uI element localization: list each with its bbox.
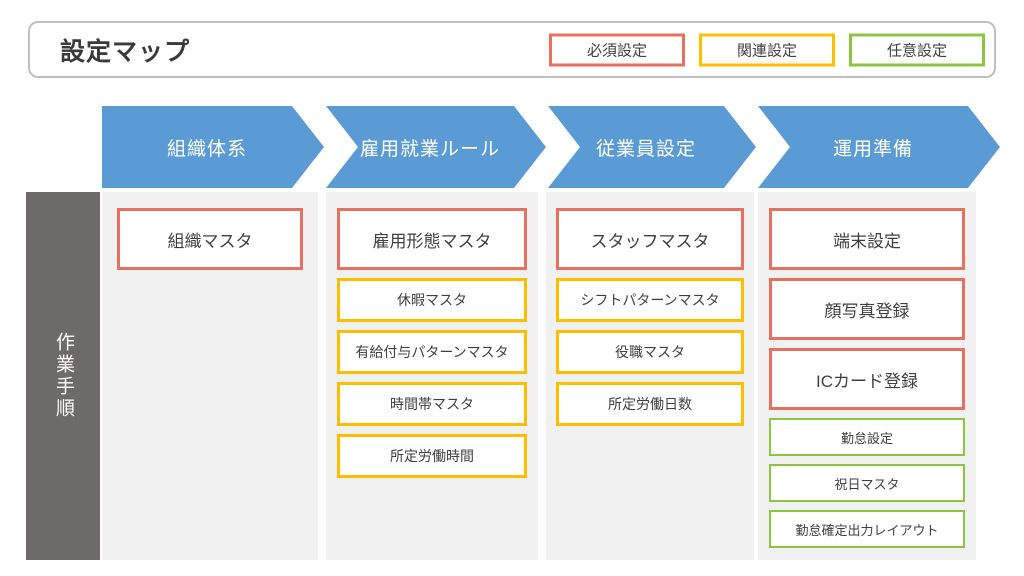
node-item[interactable]: スタッフマスタ — [556, 208, 744, 270]
node-list-3: スタッフマスタ シフトパターンマスタ 役職マスタ 所定労働日数 — [546, 208, 754, 426]
phase-label-4: 運用準備 — [832, 138, 913, 160]
phase-chevron-2: 雇用就業ルール — [326, 106, 546, 188]
node-item[interactable]: 顔写真登録 — [769, 278, 965, 340]
node-item[interactable]: 有給付与パターンマスタ — [337, 330, 527, 374]
node-item[interactable]: 所定労働時間 — [337, 434, 527, 478]
legend-optional-label: 任意設定 — [886, 42, 947, 59]
legend-optional-setting: 任意設定 — [849, 33, 985, 66]
node-item[interactable]: 勤怠設定 — [769, 418, 965, 456]
header-bar: 設定マップ 必須設定 関連設定 任意設定 — [28, 21, 996, 78]
phase-chevron-3: 従業員設定 — [548, 106, 756, 188]
node-list-1: 組織マスタ — [102, 208, 318, 270]
node-item[interactable]: 組織マスタ — [117, 208, 303, 270]
work-procedure-band: 作業手順 — [26, 192, 100, 560]
phase-chevron-4: 運用準備 — [758, 106, 1000, 188]
node-item[interactable]: ICカード登録 — [769, 348, 965, 410]
phase-label-1: 組織体系 — [166, 138, 247, 160]
legend-related-label: 関連設定 — [736, 42, 797, 59]
node-item[interactable]: シフトパターンマスタ — [556, 278, 744, 322]
phase-chevron-row: 組織体系 雇用就業ルール 従業員設定 運用準備 — [0, 106, 1024, 188]
node-list-4: 端末設定 顔写真登録 ICカード登録 勤怠設定 祝日マスタ 勤怠確定出力レイアウ… — [758, 208, 976, 548]
column-panel-employment-rules: 雇用形態マスタ 休暇マスタ 有給付与パターンマスタ 時間帯マスタ 所定労働時間 — [326, 192, 538, 560]
legend-required-label: 必須設定 — [586, 42, 647, 59]
node-item[interactable]: 役職マスタ — [556, 330, 744, 374]
work-procedure-label: 作業手順 — [52, 332, 74, 420]
node-item[interactable]: 所定労働日数 — [556, 382, 744, 426]
node-list-2: 雇用形態マスタ 休暇マスタ 有給付与パターンマスタ 時間帯マスタ 所定労働時間 — [326, 208, 538, 478]
phase-chevron-1: 組織体系 — [102, 106, 324, 188]
legend-related-setting: 関連設定 — [699, 33, 835, 66]
column-panel-organization: 組織マスタ — [102, 192, 318, 560]
node-item[interactable]: 勤怠確定出力レイアウト — [769, 510, 965, 548]
node-item[interactable]: 休暇マスタ — [337, 278, 527, 322]
node-item[interactable]: 雇用形態マスタ — [337, 208, 527, 270]
phase-label-3: 従業員設定 — [595, 138, 696, 160]
column-panel-operation-prep: 端末設定 顔写真登録 ICカード登録 勤怠設定 祝日マスタ 勤怠確定出力レイアウ… — [758, 192, 976, 560]
page-title: 設定マップ — [60, 37, 191, 66]
phase-label-2: 雇用就業ルール — [359, 138, 500, 160]
node-item[interactable]: 祝日マスタ — [769, 464, 965, 502]
column-panel-employee-settings: スタッフマスタ シフトパターンマスタ 役職マスタ 所定労働日数 — [546, 192, 754, 560]
legend-required-setting: 必須設定 — [549, 33, 685, 66]
node-item[interactable]: 時間帯マスタ — [337, 382, 527, 426]
node-item[interactable]: 端末設定 — [769, 208, 965, 270]
